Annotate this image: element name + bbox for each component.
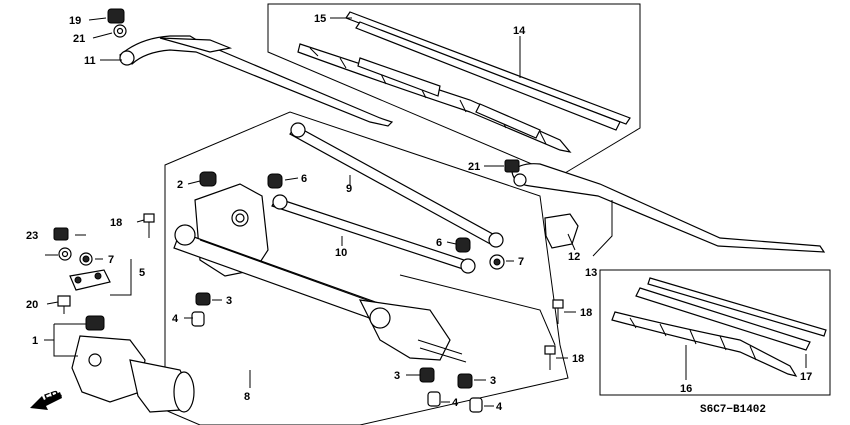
- label-18-right-upper: 18: [580, 307, 592, 319]
- bushing-3-c-icon: [457, 373, 473, 389]
- bolt-18-right-upper-icon: [552, 299, 564, 324]
- label-22: 23: [26, 230, 38, 242]
- bolt-20-icon: [57, 295, 71, 314]
- label-6-upper: 6: [301, 173, 307, 185]
- label-21-upper: 21: [73, 33, 85, 45]
- label-1: 1: [32, 335, 38, 347]
- label-16: 16: [680, 383, 692, 395]
- link-rod-10: [271, 194, 476, 274]
- label-4-a: 4: [172, 313, 179, 325]
- collar-4-b-icon: [427, 391, 441, 407]
- label-4-b: 4: [452, 397, 459, 409]
- label-19: 19: [69, 15, 81, 27]
- nut-22-icon: [53, 227, 69, 241]
- cap-7-left-icon: [79, 252, 93, 266]
- linkage-box: [164, 111, 569, 425]
- front-direction-label: FR.: [43, 387, 64, 404]
- label-18-right-lower: 18: [572, 353, 584, 365]
- label-14: 14: [513, 25, 526, 37]
- label-9: 9: [346, 183, 352, 195]
- label-12: 12: [568, 251, 580, 263]
- label-21-lower: 21: [468, 161, 480, 173]
- diagram-code: S6C7−B1402: [700, 404, 766, 416]
- linkage-box-inner-edge: [399, 274, 556, 346]
- label-5: 5: [139, 267, 145, 279]
- label-13: 13: [585, 267, 597, 279]
- link-rod-9: [289, 122, 504, 248]
- label-3-a: 3: [226, 295, 232, 307]
- bolt-18-right-lower-icon: [544, 345, 556, 370]
- label-6-lower: 6: [436, 237, 442, 249]
- collar-4-c-icon: [469, 397, 483, 413]
- bushing-6-upper-icon: [267, 173, 283, 189]
- label-15: 15: [314, 13, 326, 25]
- label-2: 2: [177, 179, 183, 191]
- blade-box-upper: [267, 3, 641, 177]
- wiper-blade-driver: [297, 11, 631, 153]
- bushing-6-lower-icon: [455, 237, 471, 253]
- blade-box-lower: [599, 269, 831, 396]
- label-10: 10: [335, 247, 347, 259]
- bushing-3-b-icon: [419, 367, 435, 383]
- label-4-c: 4: [496, 401, 503, 413]
- label-7-left: 7: [108, 254, 114, 266]
- label-20: 20: [26, 299, 38, 311]
- wiper-arm-passenger: [511, 163, 826, 253]
- label-3-b: 3: [394, 370, 400, 382]
- label-11: 11: [84, 55, 96, 67]
- label-7-right: 7: [518, 256, 524, 268]
- label-3-c: 3: [490, 375, 496, 387]
- bracket-5-icon: [69, 269, 111, 291]
- nut-19-icon: [107, 8, 125, 24]
- collar-4-a-icon: [191, 311, 205, 327]
- cap-7-right-icon: [489, 254, 505, 270]
- bolt-18-left-icon: [143, 213, 155, 238]
- wiper-motor: [71, 315, 195, 413]
- bushing-2-icon: [199, 171, 217, 187]
- label-17: 17: [800, 371, 812, 383]
- washer-21-lower-icon: [504, 159, 520, 173]
- front-direction-arrow-icon: [30, 392, 62, 410]
- label-8: 8: [244, 391, 250, 403]
- label-18-left: 18: [110, 217, 122, 229]
- washer-23-icon: [58, 247, 72, 261]
- wiper-blade-passenger: [611, 277, 827, 377]
- wiper-linkage: [173, 183, 467, 363]
- wiper-arm-driver: [119, 35, 394, 127]
- bushing-3-a-icon: [195, 292, 211, 306]
- leader-lines: [44, 17, 807, 407]
- washer-21-upper-icon: [113, 24, 127, 38]
